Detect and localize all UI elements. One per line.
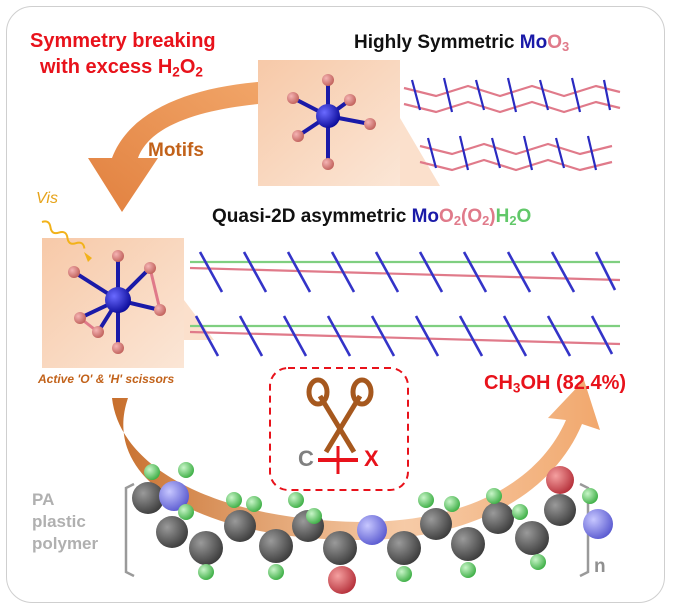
highly-symmetric-label: Highly Symmetric MoO3 <box>354 32 570 55</box>
moo3-lattice <box>403 77 621 172</box>
scissors-box <box>269 367 409 491</box>
figure-frame <box>6 6 665 603</box>
polymer-chain <box>132 462 613 594</box>
vis-label: Vis <box>36 190 58 207</box>
polymer-label-line2: plastic <box>32 512 86 531</box>
methanol-product-label: CH3OH (82.4%) <box>484 372 627 396</box>
polymer-label-line1: PA <box>32 490 55 509</box>
active-scissors-label: Active 'O' & 'H' scissors <box>38 372 175 386</box>
symmetry-breaking-title-line2: with excess H2O2 <box>40 56 203 80</box>
symmetry-breaking-title-line1: Symmetry breaking <box>30 30 216 52</box>
symmetric-motif-box <box>258 60 440 186</box>
bond-carbon-label: C <box>298 446 314 471</box>
moo2o2h2o-lattice <box>189 251 621 357</box>
asymmetric-motif-box <box>42 238 214 368</box>
visible-light-icon <box>41 220 92 262</box>
motifs-arrow <box>88 82 258 212</box>
repeat-unit-n: n <box>594 556 606 577</box>
polymer-label-line3: polymer <box>32 534 99 553</box>
motifs-label: Motifs <box>148 140 204 161</box>
quasi-2d-label: Quasi-2D asymmetric MoO2(O2)H2O <box>212 206 532 229</box>
bond-x-label: X <box>364 446 379 471</box>
scissors-icon <box>306 377 374 454</box>
